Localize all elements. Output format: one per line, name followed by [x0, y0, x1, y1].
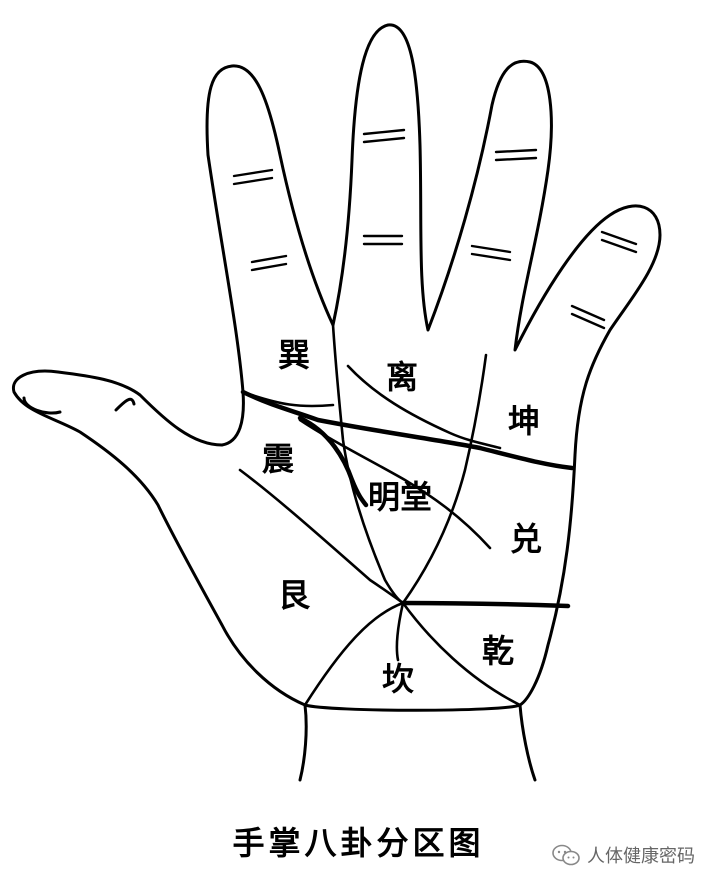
hand-outline: [11, 23, 662, 712]
zone-label-kan: 坎: [382, 660, 414, 698]
wechat-icon: [552, 844, 580, 866]
zone-labels: 巽 离 坤 震 明堂 兑 艮 坎 乾: [262, 336, 542, 698]
zone-label-zhen: 震: [262, 440, 295, 478]
watermark: 人体健康密码: [551, 842, 695, 868]
zone-boundaries: [238, 323, 575, 707]
zone-label-qian: 乾: [482, 632, 514, 670]
zone-label-dui: 兑: [510, 520, 542, 558]
wrist-right: [518, 703, 537, 782]
thumb-knuckle: [114, 397, 136, 412]
wrist-left: [298, 703, 308, 782]
zone-label-gen: 艮: [278, 576, 311, 614]
zone-label-xun: 巽: [278, 336, 310, 374]
zone-label-kun: 坤: [508, 402, 540, 440]
thumbnail: [22, 396, 62, 415]
finger-creases: [232, 128, 638, 330]
watermark-text: 人体健康密码: [587, 846, 695, 867]
zone-label-mingtang: 明堂: [368, 478, 432, 516]
figure-title: 手掌八卦分区图: [232, 824, 485, 862]
zone-label-li: 离: [386, 358, 418, 396]
